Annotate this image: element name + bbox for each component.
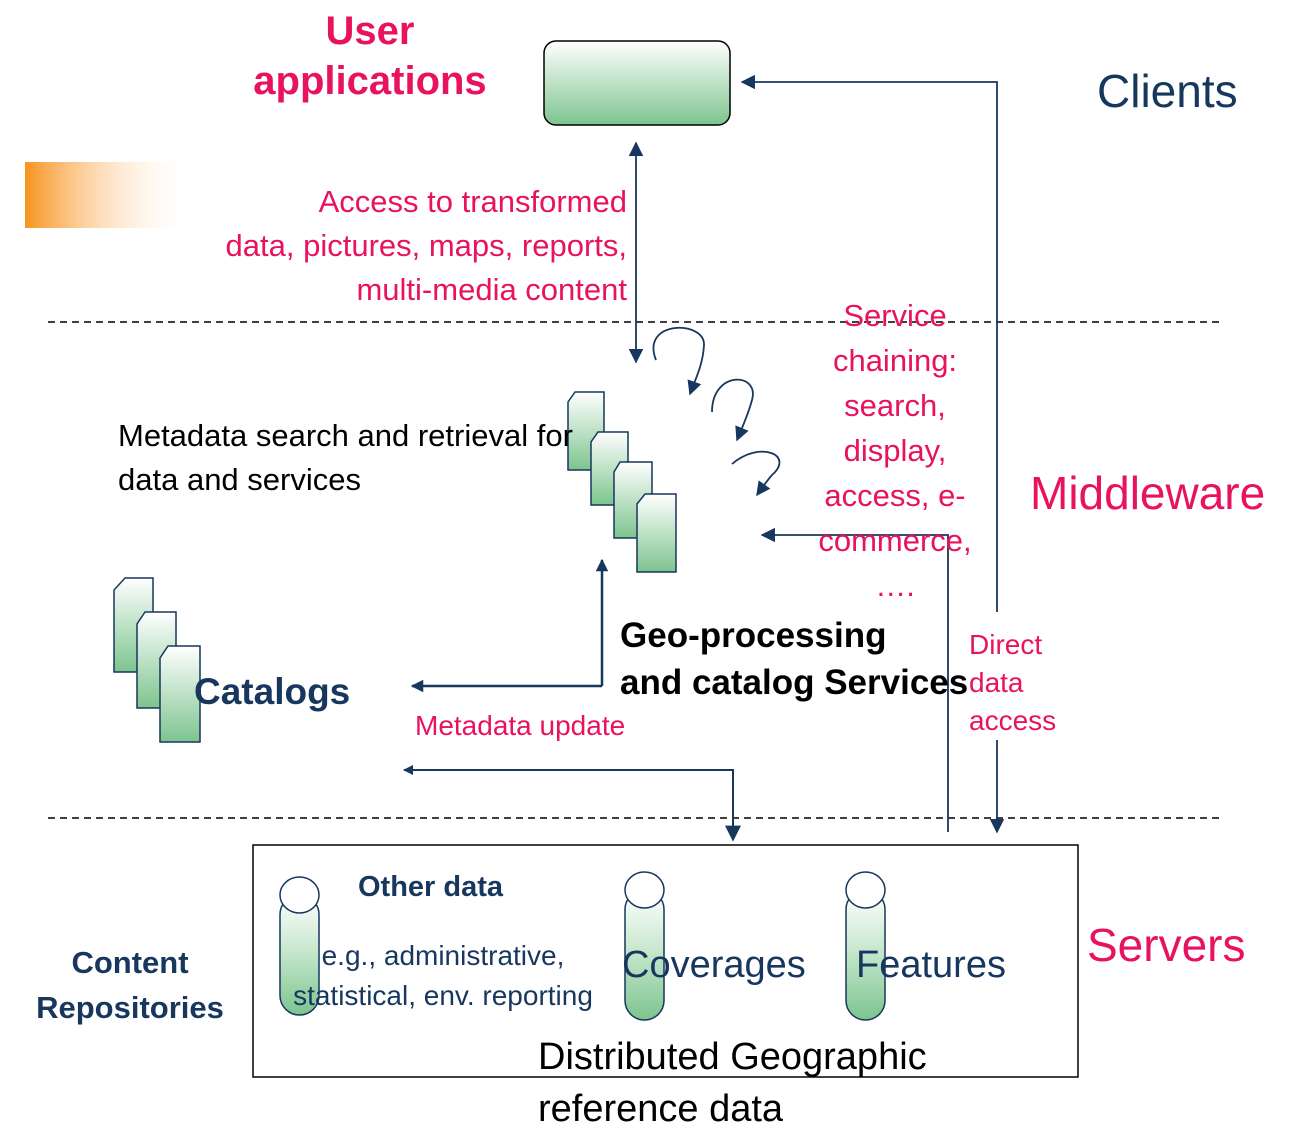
service-chaining-line1: Service [843,298,947,333]
features-cylinder-icon [845,871,886,1021]
other-data-title: Other data [358,871,504,903]
metadata-update-label: Metadata update [415,710,626,741]
other-data-line2: statistical, env. reporting [293,980,593,1011]
user-apps-line1: User [325,9,415,53]
service-chaining-line3: search, [844,388,946,423]
direct-access-arrow-to-clients [740,74,998,612]
user-apps-line2: applications [253,59,487,103]
geo-processing-line2: and catalog Services [620,663,969,702]
access-line3: multi-media content [356,272,627,307]
distributed-data-label: Distributed Geographic reference data [538,1031,927,1135]
distributed-line2: reference data [538,1088,784,1130]
service-chaining-line6: commerce, [818,523,972,558]
tier-label-servers: Servers [1087,919,1246,971]
metadata-search-label: Metadata search and retrieval for data a… [118,414,573,502]
service-chaining-line5: access, e- [824,478,966,513]
geo-services-doc-stack-icon [567,391,677,573]
other-data-cylinder-icon [279,876,320,1016]
service-chaining-line4: display, [843,433,947,468]
content-repos-line1: Content [71,945,189,980]
direct-access-line2: data [969,667,1024,698]
geo-processing-line1: Geo-processing [620,616,887,655]
service-chaining-label: Service chaining: search, display, acces… [790,293,1000,608]
catalogs-doc-stack-icon [113,577,201,743]
service-chaining-line7: …. [875,568,915,603]
other-data-description: e.g., administrative, statistical, env. … [268,936,618,1016]
features-label: Features [856,944,1006,986]
curved-arrow-icon [711,378,754,442]
content-repos-line2: Repositories [36,990,224,1025]
content-repositories-label: Content Repositories [10,940,250,1030]
distributed-line1: Distributed Geographic [538,1036,927,1078]
direct-data-access-label: Direct data access [969,626,1056,740]
orange-accent-bar [25,162,195,228]
other-data-line1: e.g., administrative, [321,940,565,971]
direct-access-line3: access [969,705,1057,736]
metadata-search-line1: Metadata search and retrieval for [118,418,573,453]
tier-label-middleware: Middleware [1030,467,1266,519]
tier-label-clients: Clients [1097,65,1238,117]
metadata-search-line2: data and services [118,462,361,497]
coverages-cylinder-icon [624,871,665,1021]
geo-processing-label: Geo-processing and catalog Services [620,612,968,706]
servers-to-catalogs-arrow [403,765,741,842]
coverages-label: Coverages [622,944,806,986]
user-applications-box[interactable] [543,40,731,126]
service-chaining-line2: chaining: [832,343,958,378]
user-applications-label: User applications [225,6,515,106]
access-description: Access to transformed data, pictures, ma… [100,180,627,312]
servers-box[interactable] [252,844,1079,1078]
direct-access-line1: Direct [969,629,1043,660]
curved-arrow-icon [652,326,705,396]
access-line1: Access to transformed [318,184,627,219]
curved-arrow-icon [731,450,781,497]
service-chaining-arrow [760,527,949,832]
access-line2: data, pictures, maps, reports, [225,228,627,263]
catalogs-label: Catalogs [194,671,351,712]
